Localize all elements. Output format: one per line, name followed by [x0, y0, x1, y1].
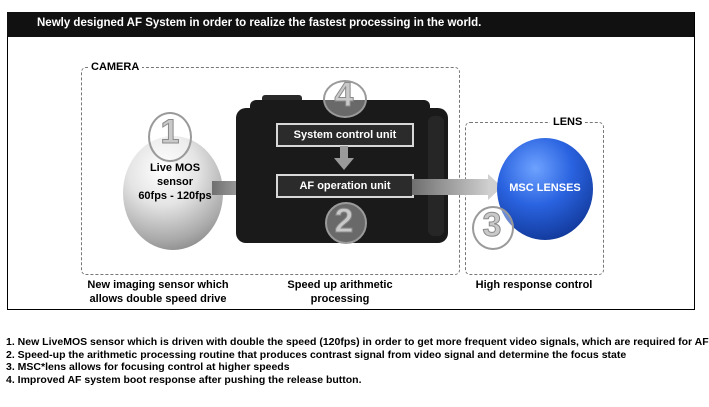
sensor-label: Live MOS sensor 60fps - 120fps — [123, 161, 227, 203]
note-3: 3. MSC*lens allows for focusing control … — [6, 361, 290, 373]
camera-grip — [428, 116, 444, 236]
sensor-caption: New imaging sensor which allows double s… — [76, 278, 240, 306]
step-3-number: 3 — [482, 206, 502, 245]
lens-caption-line-1: High response control — [475, 279, 593, 291]
sensor-caption-line-2: allows double speed drive — [89, 293, 227, 305]
step-4-ring — [323, 80, 367, 118]
processing-caption: Speed up arithmetic processing — [270, 278, 410, 306]
system-to-af-arrow — [334, 146, 354, 170]
sensor-caption-line-1: New imaging sensor which — [87, 279, 229, 291]
lens-caption: High response control — [462, 278, 606, 292]
step-2-ring — [325, 202, 367, 244]
processing-caption-line-2: processing — [310, 293, 370, 305]
step-3-ring — [472, 206, 514, 250]
step-2-number: 2 — [334, 202, 354, 241]
step-4-number: 4 — [334, 76, 354, 115]
af-to-lens-arrow — [412, 179, 490, 195]
header-bar: Newly designed AF System in order to rea… — [7, 12, 694, 37]
lens-group-label: LENS — [550, 116, 586, 128]
system-control-unit: System control unit — [276, 123, 414, 147]
step-1-ring — [148, 112, 192, 162]
notes-list: 1. New LiveMOS sensor which is driven wi… — [6, 336, 709, 386]
camera-group-label: CAMERA — [88, 61, 143, 73]
header-title: Newly designed AF System in order to rea… — [37, 17, 482, 29]
note-2: 2. Speed-up the arithmetic processing ro… — [6, 348, 627, 361]
camera-group — [81, 67, 460, 275]
processing-caption-line-1: Speed up arithmetic — [287, 279, 393, 291]
step-1-number: 1 — [160, 113, 180, 152]
sensor-label-line-2: sensor — [156, 176, 194, 188]
af-to-lens-arrowhead — [488, 174, 502, 200]
sensor-label-line-1: Live MOS — [149, 162, 201, 174]
lens-group — [465, 122, 604, 275]
sensor-label-line-3: 60fps - 120fps — [138, 190, 212, 202]
note-1: 1. New LiveMOS sensor which is driven wi… — [6, 336, 709, 348]
af-operation-unit: AF operation unit — [276, 174, 414, 198]
note-4: 4. Improved AF system boot response afte… — [6, 373, 362, 386]
msc-lens-label: MSC LENSES — [509, 182, 581, 194]
